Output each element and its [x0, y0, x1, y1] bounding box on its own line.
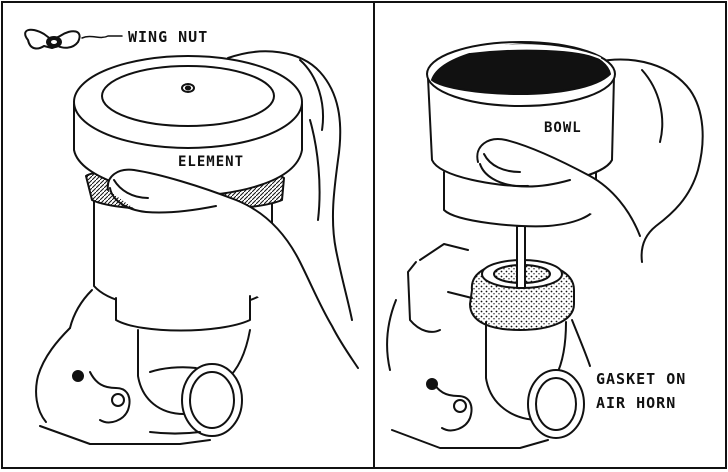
element-top-ring [101, 65, 275, 127]
carb-housing-left-right [407, 261, 441, 333]
bowl-highlight [469, 44, 601, 59]
base-line-right [391, 429, 549, 449]
hand-knuckle-line [299, 59, 324, 131]
base-line [39, 425, 211, 445]
gasket-leader-line [571, 319, 591, 367]
gasket-pointer-left [447, 291, 473, 299]
linkage-screw [72, 370, 84, 382]
linkage-screw-right [426, 378, 438, 390]
horn-top-line [149, 366, 197, 373]
label-gasket-line-2: AIR HORN [596, 394, 676, 412]
linkage-pivot-right [453, 399, 467, 413]
linkage-pivot [111, 393, 125, 407]
thumb-underside [109, 187, 217, 214]
horn-neck-right-right [555, 321, 567, 377]
center-stud-rod [516, 225, 526, 289]
hand-back-contour [227, 50, 353, 321]
hand-knuckle-line-right [641, 69, 664, 143]
housing-rim [115, 295, 251, 332]
throttle-linkage [89, 371, 131, 424]
left-hand-contour-right [386, 299, 397, 371]
label-gasket-line-1: GASKET ON [596, 370, 686, 388]
right-panel [386, 41, 704, 449]
carb-housing-top-right [419, 243, 469, 261]
thumbnail-line-right [483, 153, 521, 173]
thumb-outline-right [476, 138, 641, 237]
throttle-linkage-right [431, 379, 473, 432]
hand-back-contour-right [595, 58, 704, 263]
label-element: ELEMENT [178, 154, 244, 170]
horn-front-ellipse [181, 363, 243, 437]
label-wing-nut: WING NUT [128, 28, 208, 46]
carb-neck-left [137, 329, 185, 415]
left-panel [24, 28, 359, 445]
left-hand-contour [35, 327, 71, 423]
thumbnail-line [113, 179, 149, 199]
wing-nut-leader-line [81, 35, 123, 39]
horn-inner-ellipse [189, 371, 235, 429]
element-top [73, 55, 303, 149]
thumb-outline [106, 168, 359, 369]
finger-right-line [309, 119, 321, 221]
wing-nut-icon [24, 28, 81, 50]
label-bowl: BOWL [544, 120, 582, 136]
horn-inner-ellipse-right [535, 377, 577, 431]
thumb-underside-right [479, 163, 571, 188]
horn-bottom-line [149, 431, 201, 435]
element-stud-hole [184, 85, 192, 91]
left-hand-upper [69, 289, 93, 329]
